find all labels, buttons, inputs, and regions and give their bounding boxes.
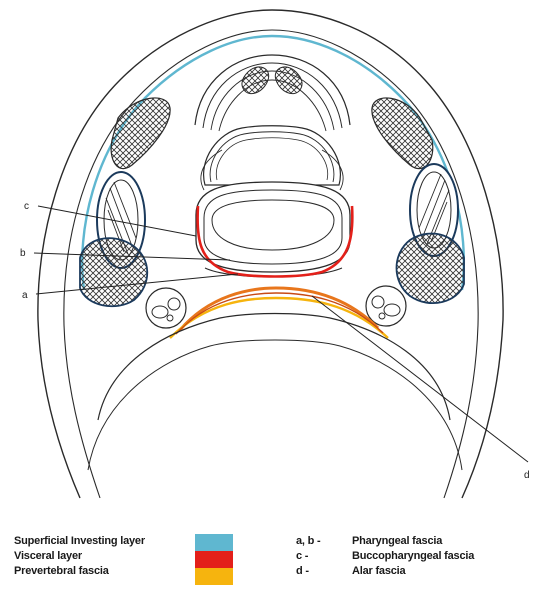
left-nasal-lobe: [242, 67, 269, 94]
legend: Superficial Investing layer Visceral lay…: [0, 528, 540, 592]
left-lower-gland: [80, 238, 147, 306]
legend-key-list: a, b -Pharyngeal fascia c -Buccopharynge…: [296, 534, 474, 579]
legend-label-visceral: Visceral layer: [14, 549, 145, 564]
legend-key-c: c -Buccopharyngeal fascia: [296, 549, 474, 564]
legend-key-ab-code: a, b -: [296, 534, 352, 549]
legend-key-c-text: Buccopharyngeal fascia: [352, 550, 474, 562]
legend-key-ab-text: Pharyngeal fascia: [352, 535, 442, 547]
swatch-superficial: [195, 534, 233, 551]
legend-key-c-code: c -: [296, 549, 352, 564]
vertebral-outline: [98, 314, 450, 421]
legend-layer-labels: Superficial Investing layer Visceral lay…: [14, 534, 145, 579]
legend-key-d: d -Alar fascia: [296, 564, 474, 579]
pharynx-upper-lobe: [201, 126, 343, 190]
legend-key-ab: a, b -Pharyngeal fascia: [296, 534, 474, 549]
pharyngeal-cavity: [196, 182, 350, 277]
right-upper-gland: [372, 98, 433, 169]
legend-label-superficial: Superficial Investing layer: [14, 534, 145, 549]
legend-key-d-text: Alar fascia: [352, 565, 405, 577]
legend-swatches: [195, 534, 233, 585]
callout-b: b: [20, 248, 26, 259]
swatch-prevertebral: [195, 568, 233, 585]
leader-line-d: [312, 296, 528, 462]
callout-d: d: [524, 470, 530, 481]
left-upper-gland: [111, 98, 170, 169]
right-carotid-sheath: [366, 286, 406, 326]
legend-label-prevertebral: Prevertebral fascia: [14, 564, 145, 579]
legend-key-d-code: d -: [296, 564, 352, 579]
prevertebral-fascia-band: [170, 298, 388, 338]
callout-c: c: [24, 201, 29, 212]
right-lower-gland: [397, 234, 465, 304]
right-nasal-lobe: [275, 67, 302, 94]
neck-cross-section-diagram: c b a d: [0, 0, 540, 528]
left-carotid-sheath: [146, 288, 186, 328]
swatch-visceral: [195, 551, 233, 568]
callout-a: a: [22, 290, 28, 301]
